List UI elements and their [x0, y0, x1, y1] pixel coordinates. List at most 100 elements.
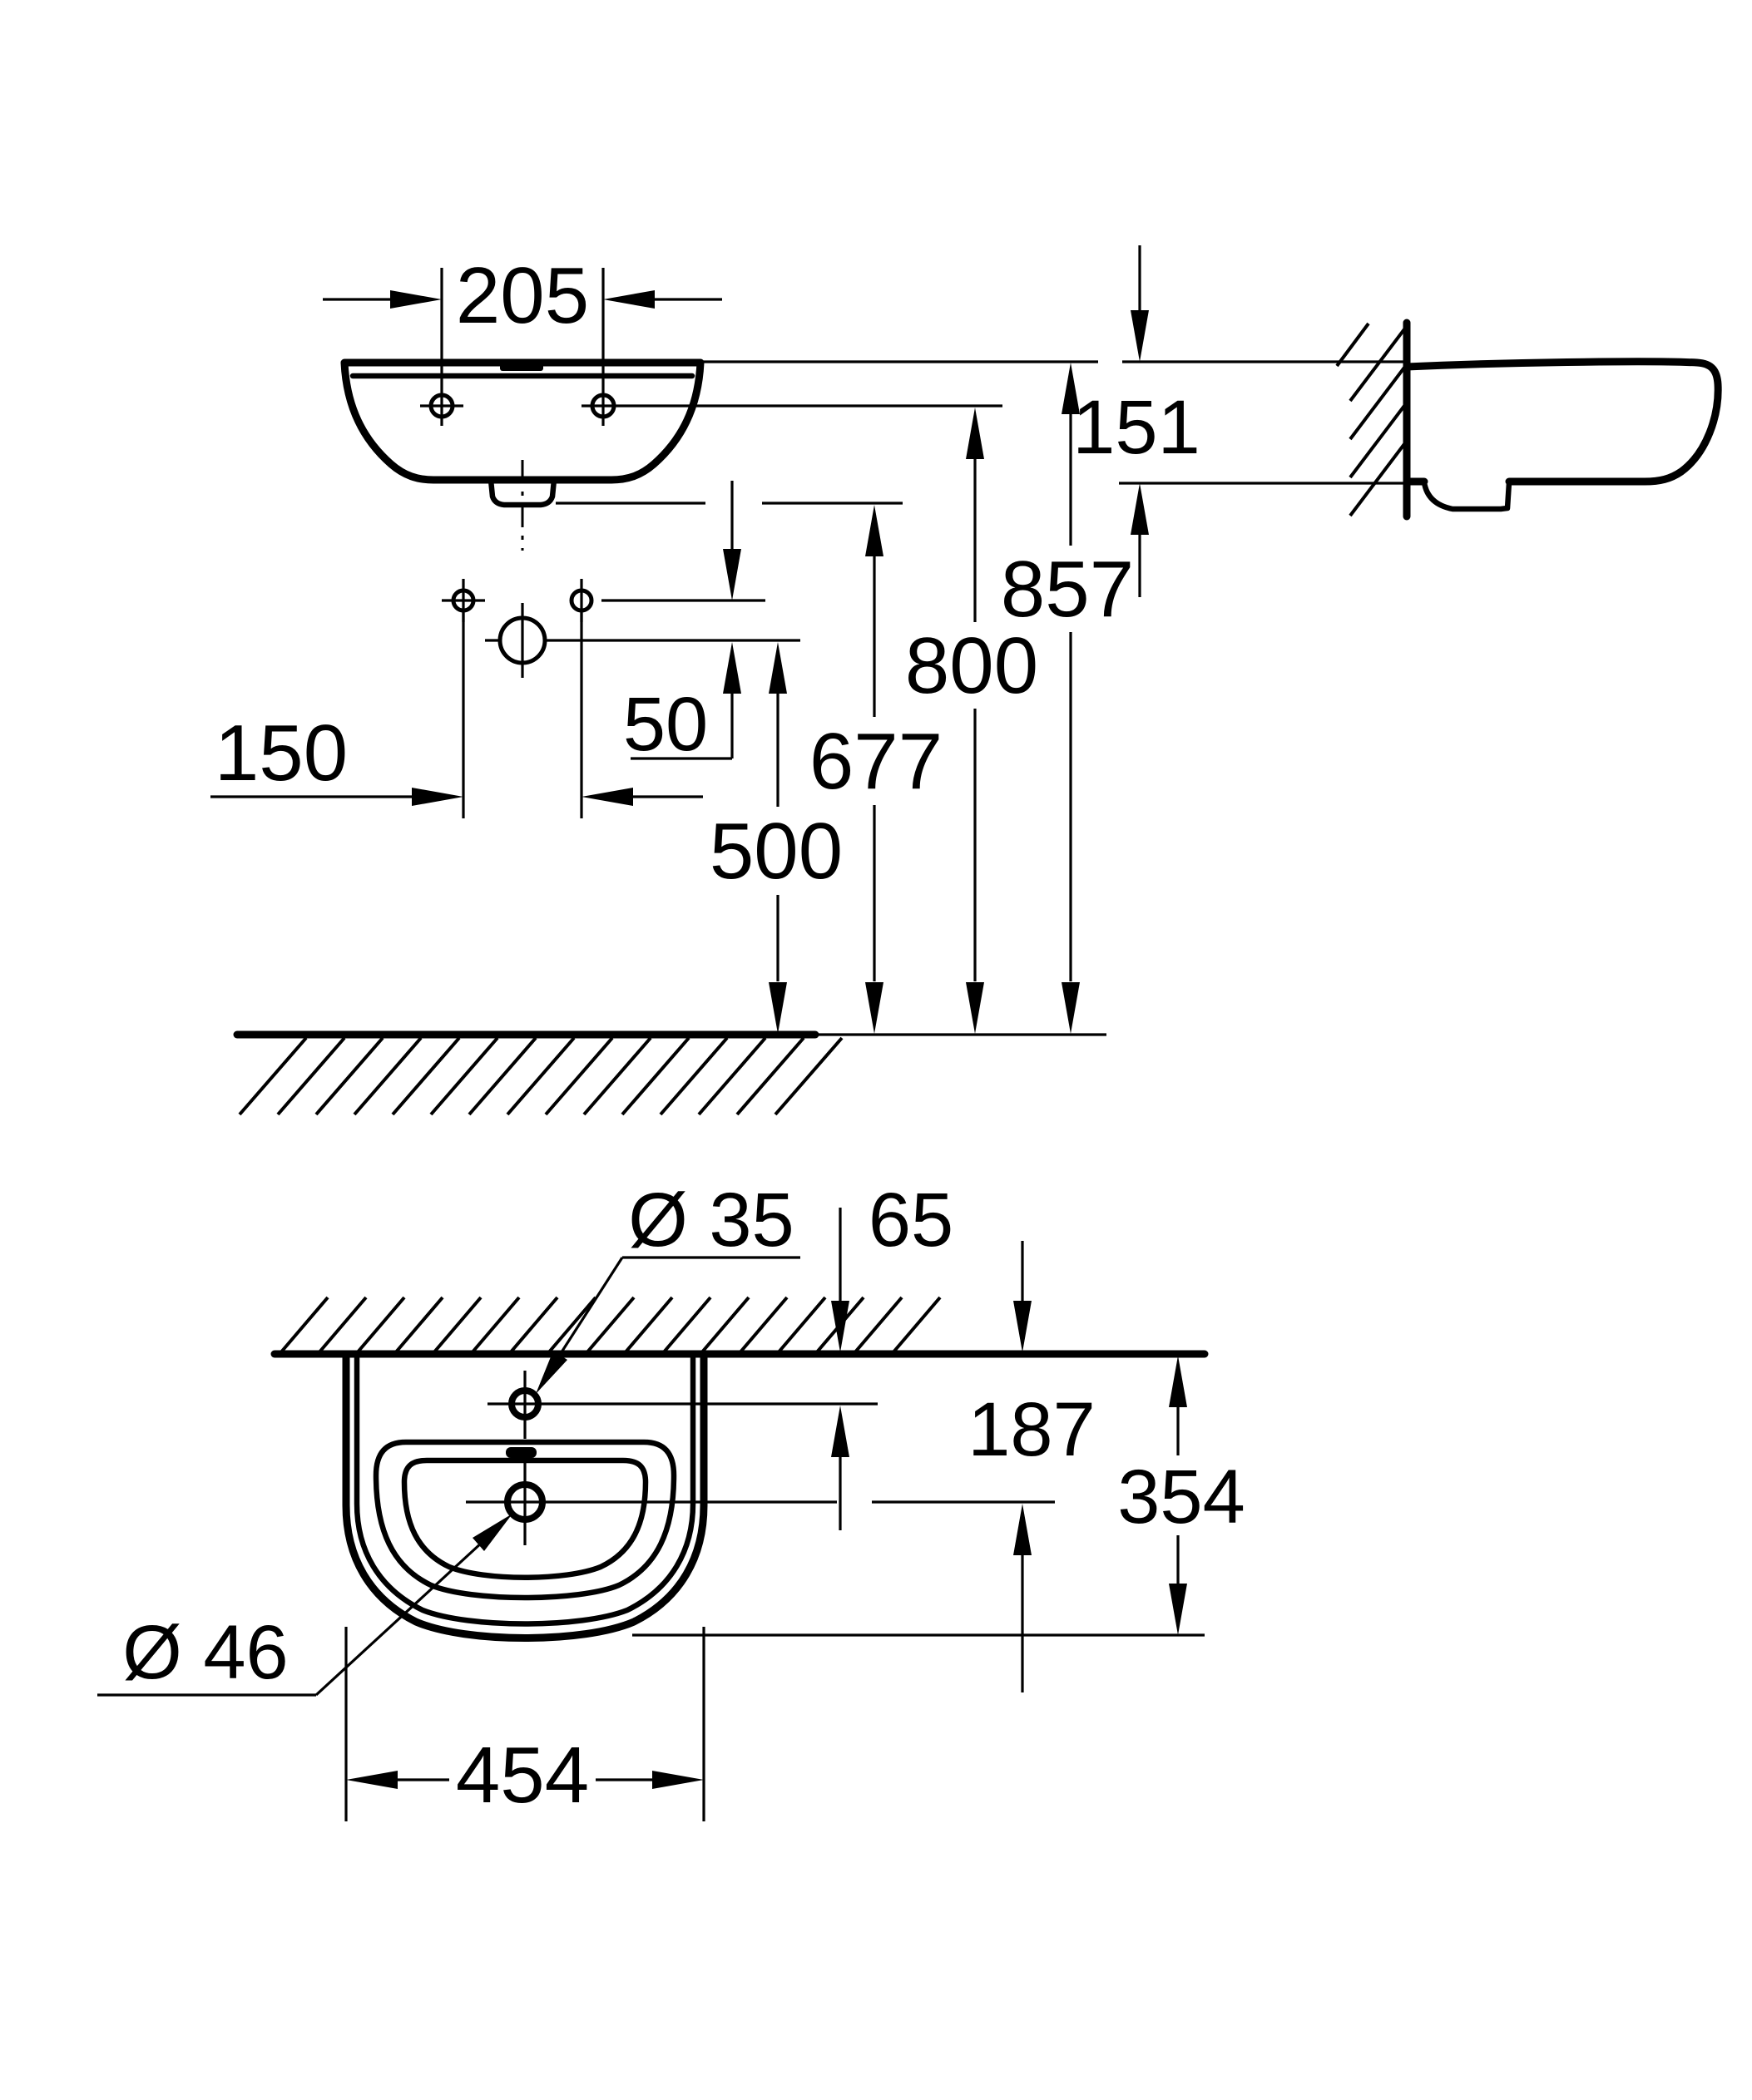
dim-label-150: 150 [215, 709, 348, 798]
dim-454-arrow-left [346, 1771, 398, 1789]
dim-label-50: 50 [623, 682, 708, 767]
hatch-stroke [622, 1296, 674, 1356]
hatch-stroke [699, 1296, 750, 1356]
overflow-notch [500, 360, 543, 371]
dia46-leader-arrow [473, 1514, 512, 1551]
hatch-stroke [431, 1296, 483, 1356]
dim-500-arrow-top [769, 642, 787, 694]
hatch-stroke [468, 1036, 537, 1116]
dim-454-arrow-right [652, 1771, 704, 1789]
dim-label-dia35: Ø 35 [628, 1178, 794, 1262]
dim-65-arrow-down [831, 1301, 849, 1352]
hatch-stroke [852, 1296, 903, 1356]
side-wall-hatch [1335, 322, 1408, 517]
dim-label-205: 205 [456, 251, 589, 340]
dim-857-arrow-top [1062, 363, 1080, 414]
dim-800: 800 [905, 408, 1038, 1034]
dim-label-454: 454 [456, 1731, 589, 1820]
top-basin-outer [342, 1350, 708, 1642]
dia35-leader-arrow [536, 1351, 567, 1394]
floor-hatch [238, 1036, 844, 1116]
dim-150-arrow-right [582, 788, 633, 806]
label-dia35: Ø 35 [536, 1178, 800, 1394]
dim-label-151: 151 [1072, 385, 1200, 470]
dim-151-arrow-up [1131, 483, 1149, 535]
hatch-stroke [316, 1296, 368, 1356]
hatch-stroke [544, 1036, 614, 1116]
dim-354-arrow-bottom [1169, 1584, 1187, 1635]
dim-187-arrow-up [1013, 1504, 1032, 1555]
hatch-stroke [737, 1296, 789, 1356]
hatch-stroke [735, 1036, 805, 1116]
dim-205-arrow-right [603, 290, 655, 309]
dim-label-dia46: Ø 46 [122, 1610, 288, 1695]
dim-354: 354 [1117, 1356, 1245, 1635]
top-view [270, 1296, 1209, 1642]
hatch-stroke [507, 1296, 559, 1356]
dim-677-arrow-top [865, 505, 883, 556]
dim-50-arrow-up [723, 642, 741, 694]
hatch-stroke [775, 1296, 827, 1356]
dim-677-arrow-bottom [865, 982, 883, 1034]
dim-150: 150 [210, 709, 703, 806]
side-basin-profile [1403, 358, 1722, 486]
hatch-stroke [391, 1036, 461, 1116]
hatch-stroke [429, 1036, 499, 1116]
top-wall-hatch [278, 1296, 942, 1356]
dim-label-677: 677 [809, 717, 943, 806]
top-basin-rim-inner [354, 1351, 696, 1627]
hatch-stroke [238, 1036, 308, 1116]
dim-800-arrow-bottom [966, 982, 984, 1034]
hatch-stroke [546, 1296, 597, 1356]
dim-500: 500 [710, 642, 843, 1034]
supply-connections [442, 579, 800, 818]
dim-label-65: 65 [869, 1178, 953, 1262]
dim-label-354: 354 [1117, 1455, 1245, 1539]
dim-205-arrow-left [390, 290, 442, 309]
dia35-leader [549, 1257, 624, 1370]
hatch-stroke [659, 1036, 729, 1116]
hatch-stroke [354, 1296, 406, 1356]
dim-label-500: 500 [710, 807, 843, 896]
dim-label-857: 857 [1001, 545, 1134, 634]
dim-150-arrow-left [412, 788, 463, 806]
hatch-stroke [1349, 401, 1408, 479]
top-bowl-inner [401, 1457, 649, 1580]
dim-65-arrow-up [831, 1406, 849, 1457]
dim-label-800: 800 [905, 621, 1038, 710]
hatch-stroke [1349, 324, 1408, 403]
hatch-stroke [1349, 363, 1408, 441]
hatch-stroke [393, 1296, 444, 1356]
dim-677: 677 [809, 505, 943, 1034]
side-view [1335, 319, 1722, 521]
dim-205: 205 [323, 251, 722, 426]
hatch-stroke [314, 1036, 384, 1116]
dim-50-arrow-down [723, 549, 741, 600]
dim-500-arrow-bottom [769, 982, 787, 1034]
front-view [340, 358, 1098, 551]
hatch-stroke [276, 1036, 346, 1116]
hatch-stroke [697, 1036, 767, 1116]
dim-label-187: 187 [968, 1387, 1096, 1472]
top-bowl-outer [373, 1439, 677, 1601]
hatch-stroke [469, 1296, 521, 1356]
top-overflow-slot [506, 1447, 537, 1458]
hatch-stroke [584, 1296, 636, 1356]
dim-454: 454 [344, 1627, 705, 1821]
hatch-stroke [774, 1036, 844, 1116]
dim-187: 187 [968, 1241, 1096, 1692]
hatch-stroke [1335, 322, 1370, 368]
dim-187-arrow-down [1013, 1301, 1032, 1352]
dim-800-arrow-top [966, 408, 984, 459]
hatch-stroke [621, 1036, 690, 1116]
hatch-stroke [890, 1296, 942, 1356]
dim-151-arrow-down [1131, 310, 1149, 362]
dim-50: 50 [623, 481, 741, 767]
hatch-stroke [661, 1296, 712, 1356]
label-dia46: Ø 46 [97, 1514, 512, 1697]
hatch-stroke [506, 1036, 576, 1116]
dim-354-arrow-top [1169, 1356, 1187, 1407]
hatch-stroke [353, 1036, 423, 1116]
